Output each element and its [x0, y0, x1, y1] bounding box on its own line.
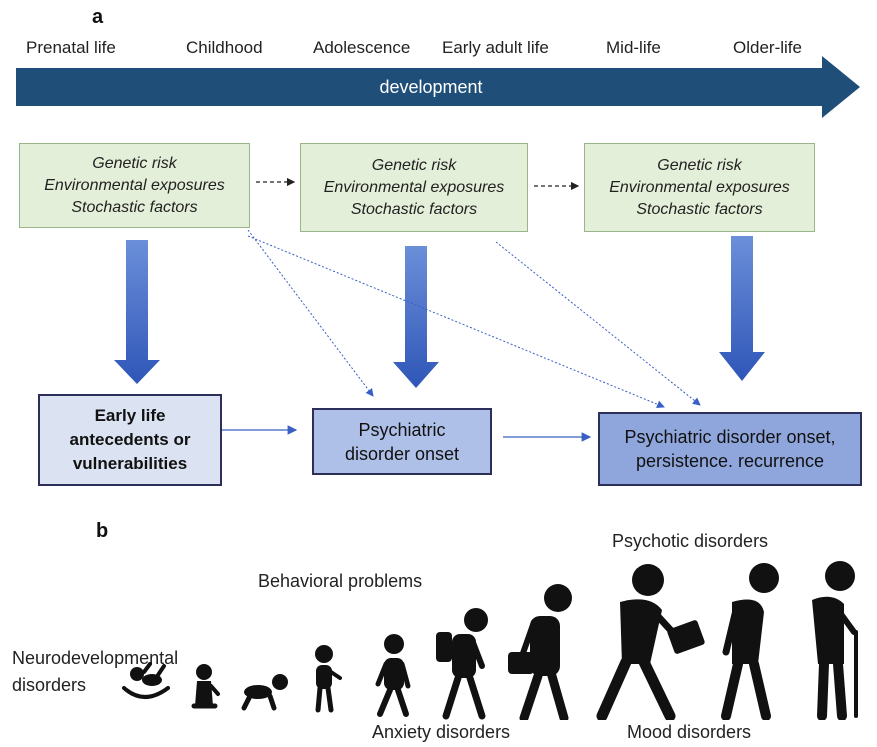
panel-b-label: b	[96, 520, 109, 542]
early-life-antecedents-box: Early life antecedents or vulnerabilitie…	[38, 394, 222, 486]
stage-prenatal-life: Prenatal life	[26, 38, 116, 57]
neurodevelopmental-label-line2: disorders	[12, 675, 87, 695]
environmental-exposures-text: Environmental exposures	[323, 178, 505, 196]
baby-crawling-icon	[241, 674, 288, 711]
genetic-risk-text: Genetic risk	[371, 156, 457, 174]
panel-a-connectors	[114, 177, 765, 442]
child-walking-icon	[375, 634, 411, 717]
neurodevelopmental-label-line1: Neurodevelopmental	[12, 648, 179, 668]
genetic-risk-text: Genetic risk	[657, 156, 742, 174]
dotted-line-1	[247, 229, 374, 397]
adult-briefcase-icon	[596, 564, 705, 720]
environmental-exposures-text: Environmental exposures	[44, 176, 225, 194]
dotted-line-3	[495, 241, 701, 406]
life-stage-silhouettes	[122, 561, 858, 720]
middle-aged-walking-icon	[721, 563, 779, 720]
onset-line1: Psychiatric	[358, 419, 446, 440]
persistence-line1: Psychiatric disorder onset,	[624, 427, 836, 447]
development-label: development	[379, 77, 483, 97]
early-line3: vulnerabilities	[72, 454, 188, 473]
onset-persistence-recurrence-box: Psychiatric disorder onset, persistence.…	[598, 412, 862, 486]
baby-lying-icon	[122, 662, 170, 699]
big-arrow-3	[719, 236, 765, 381]
mood-disorders-label: Mood disorders	[627, 722, 752, 742]
baby-sitting-icon	[191, 664, 220, 709]
elderly-cane-icon	[812, 561, 858, 720]
stochastic-factors-text: Stochastic factors	[350, 200, 478, 218]
big-arrow-1	[114, 240, 160, 384]
dotted-line-2	[247, 235, 665, 409]
behavioral-problems-label: Behavioral problems	[258, 571, 423, 591]
big-arrow-2	[393, 246, 439, 388]
stage-older-life: Older-life	[733, 38, 802, 57]
factor-box-late: Genetic risk Environmental exposures Sto…	[584, 143, 815, 232]
onset-line2: disorder onset	[344, 443, 460, 464]
psychiatric-disorder-onset-box: Psychiatric disorder onset	[312, 408, 492, 475]
stochastic-factors-text: Stochastic factors	[636, 200, 763, 218]
factor-box-early: Genetic risk Environmental exposures Sto…	[19, 143, 250, 228]
stage-childhood: Childhood	[186, 38, 263, 57]
anxiety-disorders-label: Anxiety disorders	[372, 722, 511, 742]
stage-adolescence: Adolescence	[313, 38, 411, 57]
psychotic-disorders-label: Psychotic disorders	[612, 531, 769, 551]
stage-mid-life: Mid-life	[606, 38, 661, 57]
child-backpack-icon	[436, 608, 488, 720]
teen-bag-icon	[508, 584, 572, 720]
panel-a-label: a	[92, 6, 104, 28]
early-line2: antecedents or	[69, 430, 191, 449]
development-arrow	[16, 56, 860, 118]
persistence-line2: persistence. recurrence	[635, 451, 825, 471]
genetic-risk-text: Genetic risk	[92, 154, 177, 172]
toddler-icon	[315, 645, 342, 713]
early-line1: Early life	[94, 406, 166, 425]
stochastic-factors-text: Stochastic factors	[71, 198, 198, 216]
factor-box-middle: Genetic risk Environmental exposures Sto…	[300, 143, 528, 232]
environmental-exposures-text: Environmental exposures	[609, 178, 790, 196]
stage-early-adult-life: Early adult life	[442, 38, 549, 57]
